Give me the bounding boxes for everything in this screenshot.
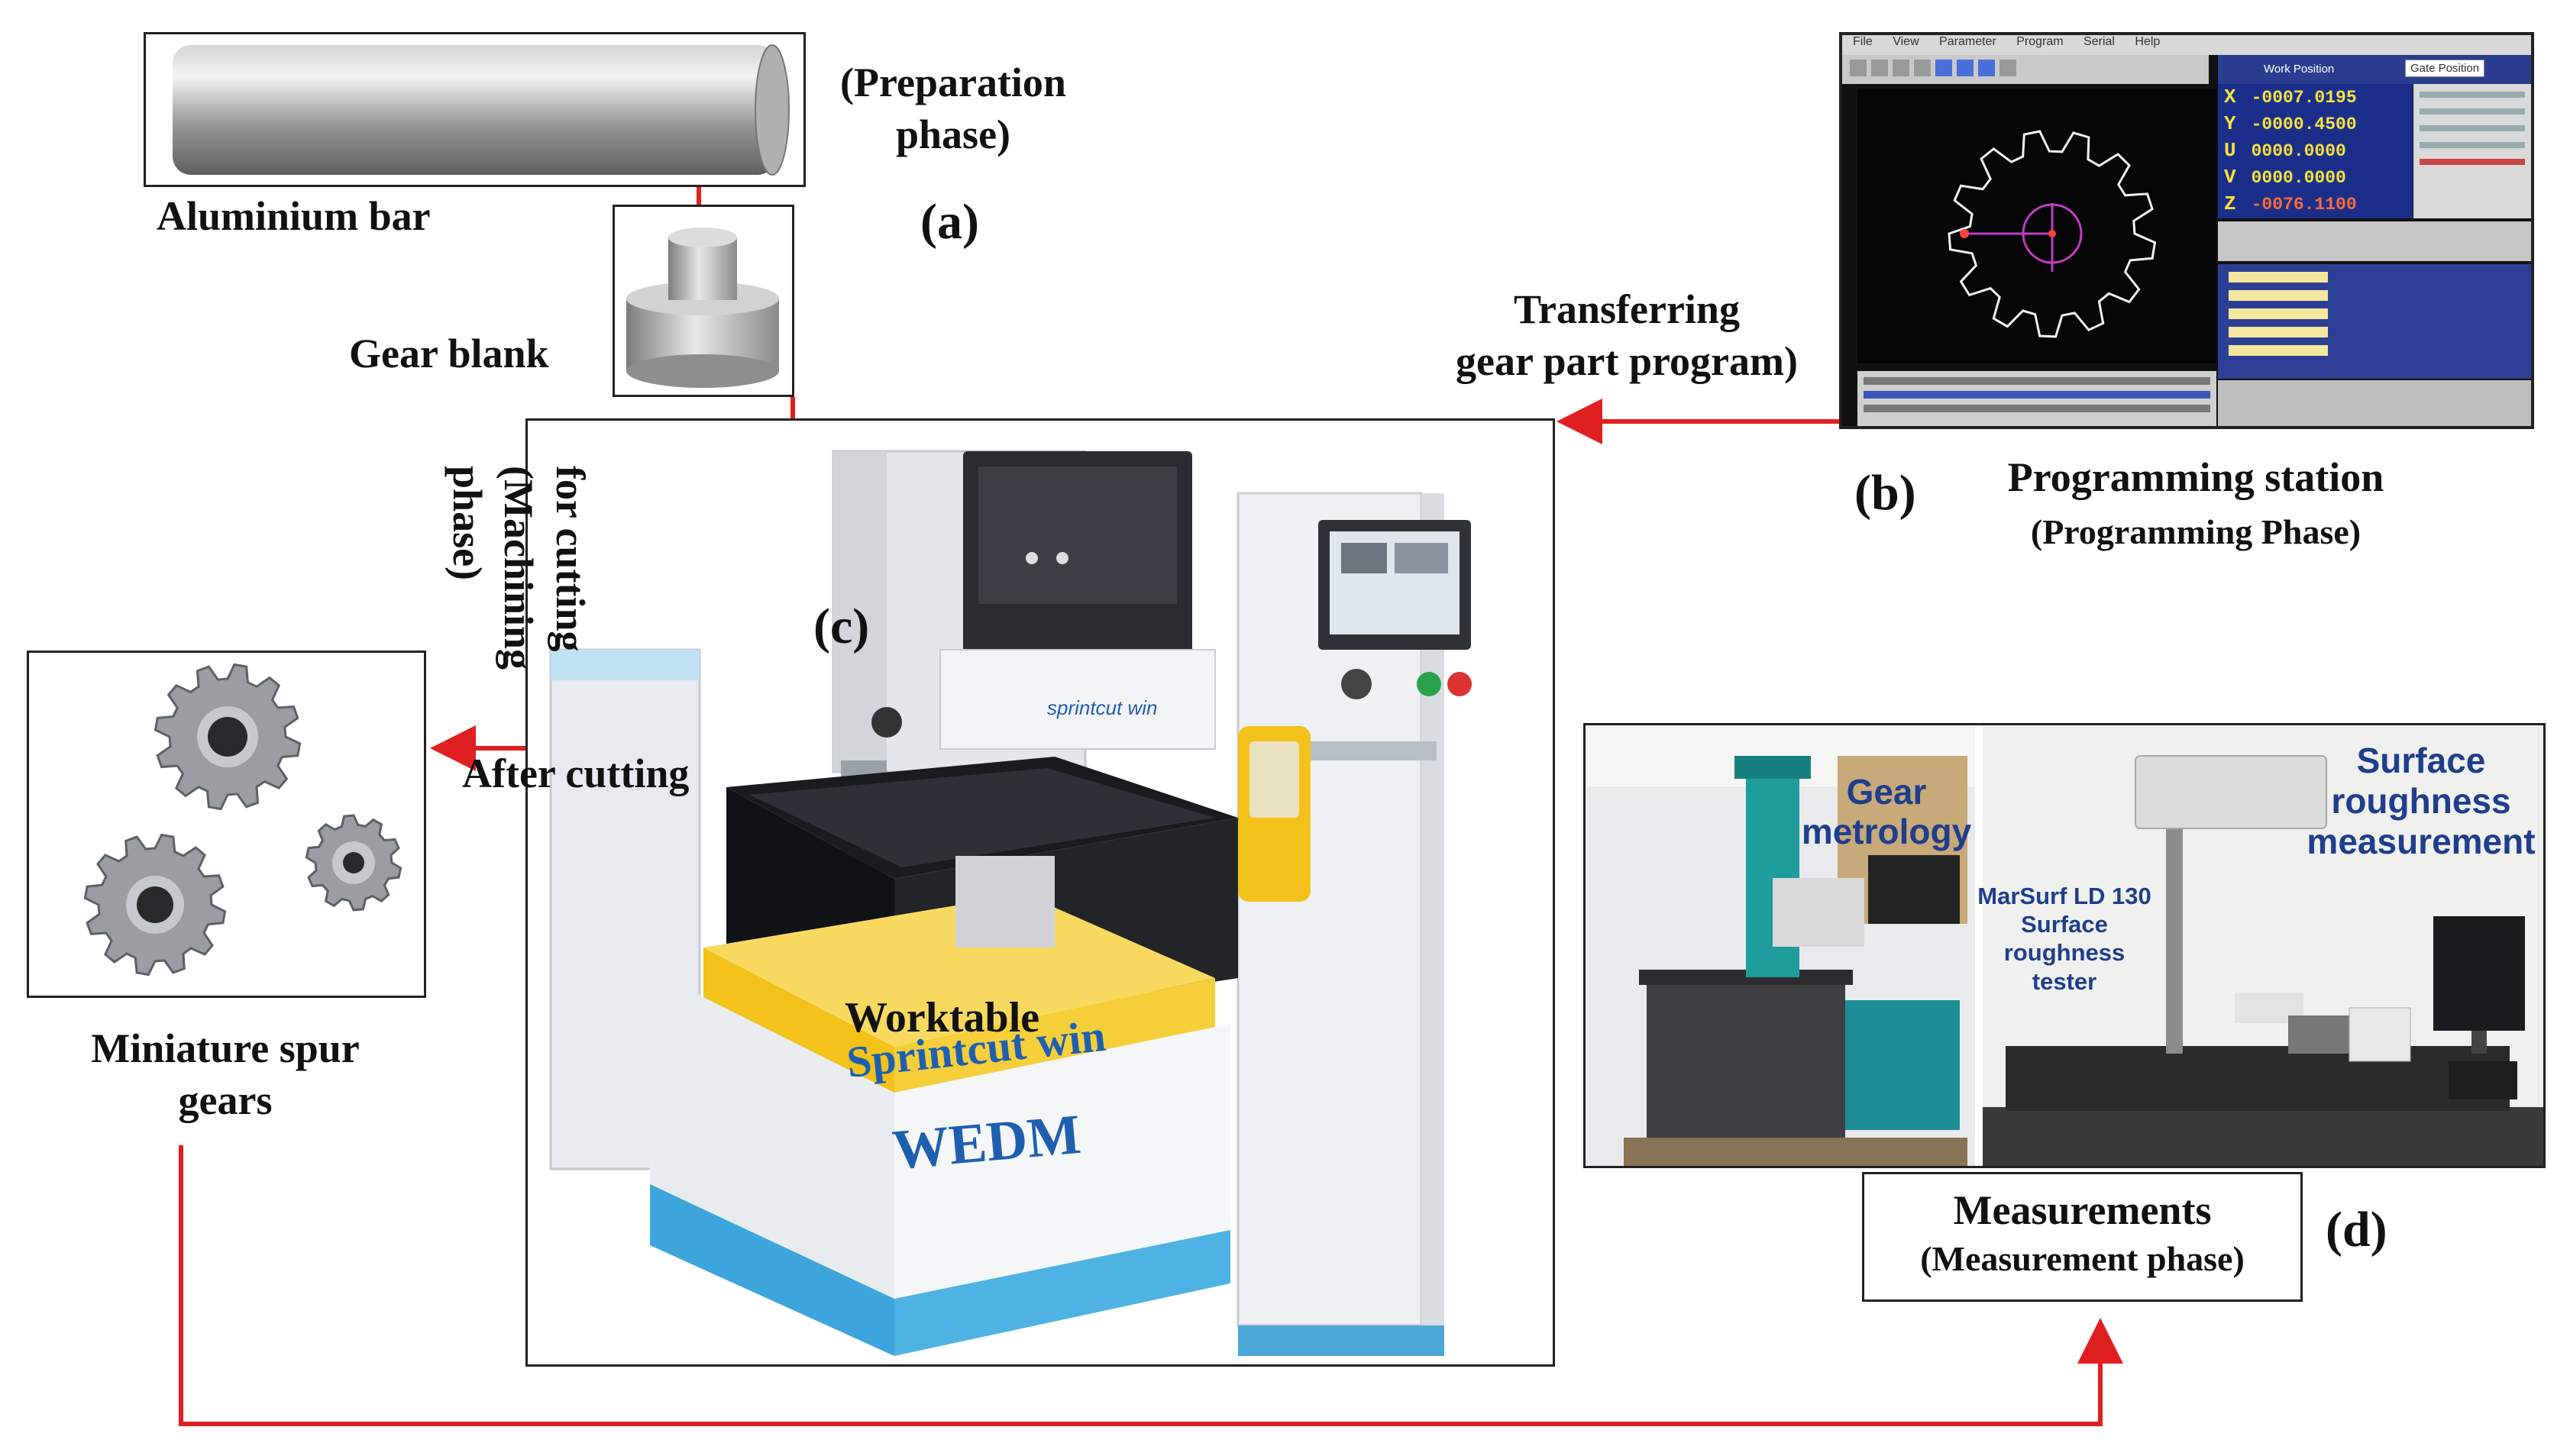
- gear-metrology-line1: Gear: [1846, 772, 1927, 812]
- programming-phase-subtitle: (Programming Phase): [2030, 512, 2361, 551]
- spur-gear-3: [305, 814, 402, 912]
- marsurf-label: MarSurf LD 130 Surface roughness tester: [1969, 882, 2160, 996]
- measurement-image-frame: [1583, 723, 2546, 1168]
- screen-menu-bar: File View Parameter Program Serial Help: [1842, 35, 2531, 55]
- aluminium-bar-label: Aluminium bar: [157, 193, 431, 239]
- gear-outline: [1948, 130, 2157, 338]
- programming-screen: File View Parameter Program Serial Help: [1839, 32, 2534, 429]
- parameter-panel: [2218, 264, 2531, 379]
- axis-row-z: Z-0076.1100: [2224, 192, 2357, 215]
- machining-phase-line1: for cutting: [548, 466, 593, 652]
- preparation-phase-line1: (Preparation: [840, 60, 1066, 105]
- gear-metrology-label: Gear metrology: [1799, 772, 1974, 851]
- aluminium-bar-image: [173, 44, 790, 176]
- tag-c: (c): [813, 599, 870, 654]
- secondary-readout: [2413, 84, 2531, 218]
- machining-phase-label: for cutting (Machining phase): [441, 466, 596, 670]
- control-strip: [2218, 221, 2531, 261]
- spur-gear-2: [83, 833, 227, 977]
- wedm-machine-image: sprintcut win Worktable Sprintcut win WE…: [549, 450, 1472, 1356]
- surface-line1: Surface: [2356, 741, 2486, 780]
- transfer-line1: Transferring: [1514, 286, 1740, 332]
- spur-gears-image-frame: [27, 651, 426, 998]
- work-position-header: Work Position Gate Position: [2218, 55, 2531, 84]
- gear-blank-label: Gear blank: [349, 331, 549, 376]
- tag-a: (a): [920, 194, 979, 250]
- measurements-box: Measurements (Measurement phase): [1862, 1172, 2303, 1302]
- arrow-gears-to-measurement: [179, 1145, 2123, 1426]
- screen-toolbar: [1842, 55, 2209, 84]
- gear-profile-drawing: [1948, 130, 2157, 338]
- gear-metrology-line2: metrology: [1801, 811, 1972, 851]
- measurement-photos: [1586, 725, 2543, 1166]
- marsurf-line2: Surface: [2021, 911, 2108, 938]
- code-listing: [1857, 371, 2216, 426]
- aluminium-bar-image-frame: [144, 32, 806, 187]
- marsurf-line1: MarSurf LD 130: [1977, 883, 2151, 909]
- spur-gears-line2: gears: [178, 1077, 273, 1123]
- worktable-label: Worktable: [845, 994, 1039, 1041]
- machining-phase-line3: phase): [444, 466, 490, 581]
- wedm-machine-image-frame: sprintcut win Worktable Sprintcut win WE…: [525, 418, 1555, 1367]
- transfer-line2: gear part program): [1456, 337, 1798, 384]
- preparation-phase-label: (Preparation phase): [816, 57, 1091, 160]
- panel-brand-text: sprintcut win: [1047, 696, 1158, 719]
- machining-phase-line2: (Machining: [496, 466, 542, 670]
- surface-line3: measurement: [2307, 821, 2536, 861]
- transfer-label: Transferring gear part program): [1421, 284, 1833, 387]
- spur-gears-line1: Miniature spur: [91, 1025, 360, 1071]
- gear-blank-image: [626, 228, 779, 388]
- gear-profile-view: [1857, 89, 2216, 363]
- programming-station-title: Programming station: [2007, 454, 2384, 500]
- axis-row-x: X-0007.0195: [2224, 86, 2357, 108]
- surface-roughness-label: Surface roughness measurement: [2307, 741, 2536, 862]
- spur-gear-1: [154, 663, 302, 811]
- menu-view: View: [1893, 35, 1919, 48]
- spur-gears-label: Miniature spur gears: [46, 1023, 405, 1126]
- gate-position-select: Gate Position: [2405, 60, 2485, 77]
- spur-gears-image: [83, 663, 402, 977]
- menu-parameter: Parameter: [1939, 35, 1996, 48]
- tag-b: (b): [1854, 465, 1916, 521]
- gear-blank-image-frame: [613, 205, 794, 397]
- axis-row-y: Y-0000.4500: [2224, 112, 2357, 135]
- tag-d: (d): [2326, 1202, 2387, 1257]
- menu-file: File: [1853, 35, 1873, 48]
- marsurf-line3: roughness tester: [2003, 939, 2126, 995]
- surface-line2: roughness: [2331, 780, 2511, 821]
- menu-program: Program: [2016, 35, 2064, 48]
- work-position-title: Work Position: [2264, 63, 2335, 76]
- menu-serial: Serial: [2083, 35, 2115, 48]
- preparation-phase-line2: phase): [895, 111, 1011, 157]
- measurement-phase-subtitle: (Measurement phase): [1920, 1238, 2245, 1278]
- status-table: [2218, 380, 2531, 426]
- measurements-title: Measurements: [1953, 1187, 2212, 1233]
- after-cutting-label: After cutting: [462, 751, 690, 796]
- menu-help: Help: [2135, 35, 2161, 48]
